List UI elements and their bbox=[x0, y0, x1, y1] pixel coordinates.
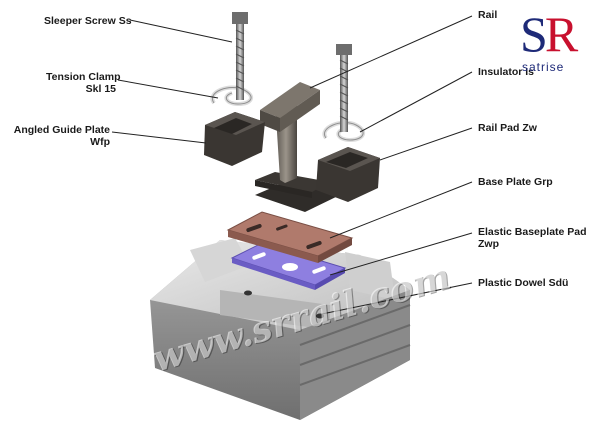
label-elastic-baseplate-pad-line1: Elastic Baseplate Pad bbox=[478, 226, 587, 238]
label-elastic-baseplate-pad-line2: Zwp bbox=[478, 238, 499, 250]
leader-elastic-pad bbox=[329, 232, 473, 276]
logo-letter-r: R bbox=[544, 6, 578, 62]
leader-tension-clamp bbox=[117, 79, 219, 99]
concrete-sleeper bbox=[150, 238, 411, 420]
dowel-hole-left bbox=[244, 290, 252, 296]
leader-angled-guide bbox=[111, 131, 207, 144]
label-angled-guide-plate-line2: Wfp bbox=[90, 136, 110, 148]
label-plastic-dowel: Plastic Dowel Sdü bbox=[478, 277, 569, 289]
label-tension-clamp: Tension Clamp Skl 15 bbox=[46, 71, 121, 95]
left-fastening-set bbox=[204, 12, 265, 166]
label-base-plate: Base Plate Grp bbox=[478, 176, 553, 188]
leader-insulator bbox=[359, 71, 473, 133]
rail bbox=[255, 82, 330, 198]
label-rail-pad: Rail Pad Zw bbox=[478, 122, 537, 134]
dowel-hole-right bbox=[316, 313, 324, 319]
label-tension-clamp-line2: Skl 15 bbox=[85, 83, 116, 95]
leader-lines bbox=[111, 15, 473, 315]
right-fastening-set bbox=[316, 44, 380, 202]
label-angled-guide-plate-line1: Angled Guide Plate bbox=[13, 124, 110, 136]
elastic-baseplate-pad bbox=[230, 242, 347, 290]
company-logo: SR satrise bbox=[520, 8, 594, 80]
leader-base-plate bbox=[329, 181, 473, 239]
label-tension-clamp-line1: Tension Clamp bbox=[46, 71, 121, 83]
logo-letters: SR bbox=[520, 6, 578, 62]
label-sleeper-screw: Sleeper Screw Ss bbox=[44, 15, 132, 27]
label-insulator: Insulator Is bbox=[478, 66, 535, 78]
leader-rail bbox=[309, 15, 473, 89]
leader-rail-pad bbox=[379, 127, 473, 161]
leader-plastic-dowel bbox=[321, 282, 473, 315]
logo-subtitle: satrise bbox=[522, 60, 565, 74]
logo-letter-s: S bbox=[520, 6, 548, 62]
leader-sleeper-screw bbox=[129, 19, 233, 43]
label-rail: Rail bbox=[478, 9, 498, 21]
label-angled-guide-plate: Angled Guide Plate Wfp bbox=[6, 124, 110, 148]
base-plate bbox=[226, 211, 354, 263]
label-elastic-baseplate-pad: Elastic Baseplate Pad Zwp bbox=[478, 226, 587, 250]
